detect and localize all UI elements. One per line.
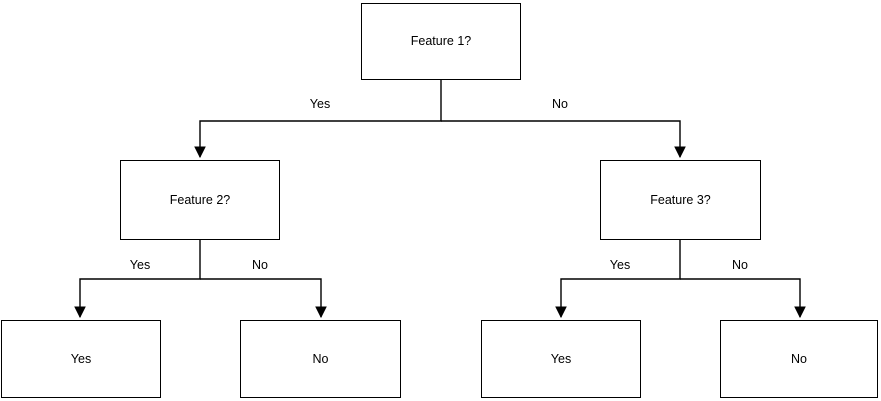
- node-feature-3: Feature 3?: [600, 160, 761, 240]
- edge-label-feature2-yes: Yes: [126, 257, 154, 273]
- node-leaf-no-right-label: No: [791, 351, 807, 366]
- edge-label-feature2-no: No: [249, 257, 271, 273]
- edge-feature2-to-leaf-yes: [80, 240, 201, 317]
- node-leaf-yes-left: Yes: [1, 320, 161, 398]
- edge-label-feature1-yes: Yes: [306, 96, 334, 112]
- node-feature-1-label: Feature 1?: [410, 34, 472, 49]
- node-leaf-no-left-label: No: [312, 351, 329, 366]
- edge-feature3-to-leaf-yes: [561, 240, 681, 317]
- edge-feature2-to-leaf-no: [200, 278, 321, 317]
- node-leaf-no-right: No: [720, 320, 878, 398]
- node-leaf-yes-left-label: Yes: [70, 351, 92, 366]
- edge-label-feature3-yes: Yes: [606, 257, 634, 273]
- edge-feature1-to-feature3: [441, 120, 680, 157]
- node-feature-2: Feature 2?: [120, 160, 280, 240]
- node-feature-3-label: Feature 3?: [650, 192, 711, 207]
- edge-feature3-to-leaf-no: [680, 278, 800, 317]
- edge-label-feature1-no: No: [549, 96, 571, 112]
- node-leaf-no-left: No: [240, 320, 401, 398]
- edge-feature1-to-feature2: [200, 80, 442, 157]
- node-feature-1: Feature 1?: [361, 3, 521, 80]
- node-leaf-yes-right: Yes: [481, 320, 641, 398]
- node-leaf-yes-right-label: Yes: [550, 351, 572, 366]
- node-feature-2-label: Feature 2?: [169, 192, 231, 207]
- edge-label-feature3-no: No: [729, 257, 751, 273]
